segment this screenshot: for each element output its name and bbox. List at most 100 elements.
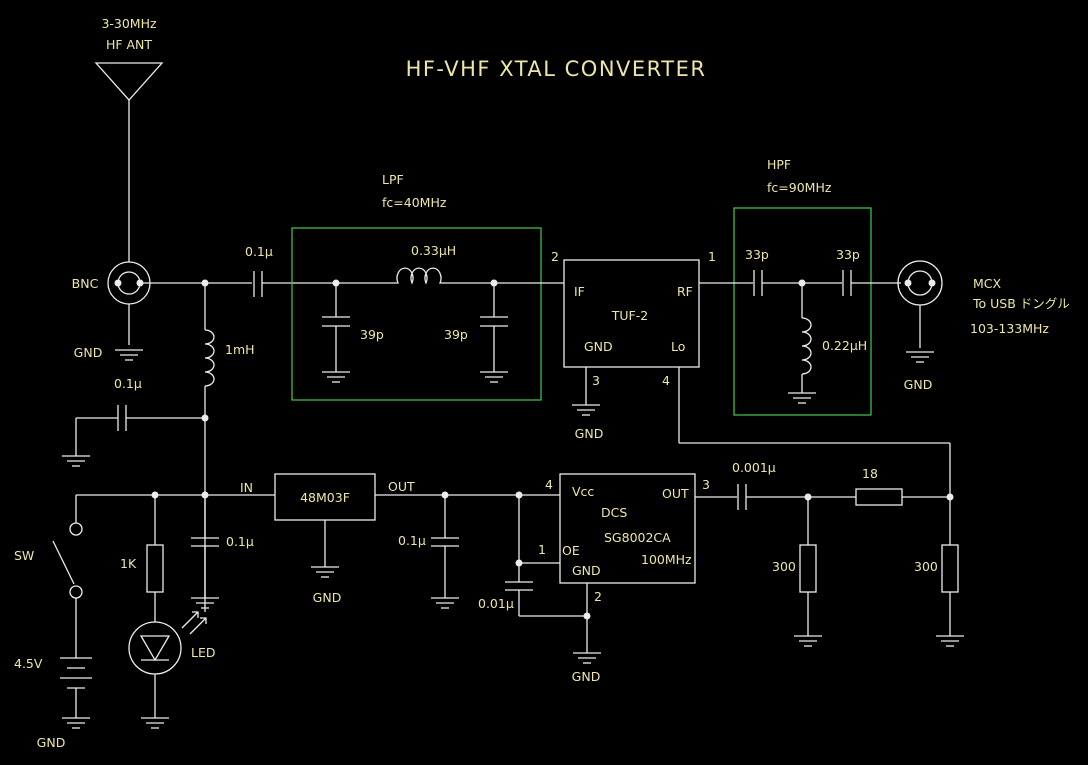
mixer-name-label: TUF-2 <box>611 308 648 323</box>
antenna-symbol <box>94 62 164 262</box>
led-diode <box>128 611 207 718</box>
regulator-block <box>274 473 376 521</box>
gnd-label: GND <box>74 345 103 360</box>
lpf-box <box>291 227 542 401</box>
osc-gnd-label: GND <box>572 563 601 578</box>
lpf-inductor <box>390 267 564 285</box>
mixer-pin-if: 2 <box>551 249 559 264</box>
battery-label: 4.5V <box>14 656 43 671</box>
osc-pin-out: 3 <box>702 477 710 492</box>
mixer-pin-lo: 4 <box>662 373 670 388</box>
ground-symbol <box>310 566 340 578</box>
resistor-series <box>855 488 950 506</box>
c-osc-label: 0.01µ <box>478 596 514 611</box>
c-reg-in-label: 0.1µ <box>226 534 254 549</box>
antenna-name-label: HF ANT <box>106 37 152 52</box>
switch-label: SW <box>14 548 34 563</box>
ground-symbol <box>140 717 170 729</box>
ground-symbol <box>935 635 965 647</box>
ground-symbol <box>61 455 91 467</box>
ground-symbol <box>430 597 460 609</box>
hpf-fc-label: fc=90MHz <box>767 180 832 195</box>
hpf-c2-label: 33p <box>836 247 860 262</box>
mixer-block <box>563 259 700 368</box>
osc-oe-label: OE <box>562 543 580 558</box>
led-label: LED <box>191 645 216 660</box>
lpf-c1-label: 39p <box>360 327 384 342</box>
hpf-box <box>733 207 872 416</box>
oscillator-block <box>559 473 696 584</box>
lo-line <box>678 367 951 545</box>
diagram-title: HF-VHF XTAL CONVERTER <box>406 57 707 81</box>
osc-pin-oe: 1 <box>538 542 546 557</box>
lpf-capacitor-1 <box>322 283 350 372</box>
lpf-fc-label: fc=40MHz <box>382 195 447 210</box>
mixer-gnd-text: GND <box>575 426 604 441</box>
osc-pin-gnd: 2 <box>594 589 602 604</box>
mixer-pin-gnd: 3 <box>592 373 600 388</box>
capacitor-reg-in <box>191 495 219 598</box>
lpf-label: LPF <box>382 172 404 187</box>
capacitor-bypass <box>75 405 205 456</box>
osc-freq-label: 100MHz <box>641 552 692 567</box>
battery-gnd-label: GND <box>37 735 66 750</box>
power-switch <box>52 495 83 658</box>
c-out-label: 0.001µ <box>732 460 776 475</box>
regulator-out-label: OUT <box>388 479 415 494</box>
osc-gnd-text: GND <box>572 669 601 684</box>
c-bypass-label: 0.1µ <box>114 376 142 391</box>
choke-inductor <box>204 283 215 612</box>
ground-symbol <box>321 371 351 383</box>
mcx-gnd-label: GND <box>904 377 933 392</box>
capacitor-out <box>737 484 856 510</box>
hpf-inductor <box>801 283 812 393</box>
ground-symbol <box>787 392 817 404</box>
mixer-if-label: IF <box>574 284 585 299</box>
ground-symbol <box>479 371 509 383</box>
r-shunt1-label: 300 <box>772 559 796 574</box>
bnc-label: BNC <box>72 276 99 291</box>
mixer-gnd-label: GND <box>584 339 613 354</box>
c-in-label: 0.1µ <box>245 244 273 259</box>
osc-brand-label: DCS <box>601 505 627 520</box>
lpf-c2-label: 39p <box>444 327 468 342</box>
resistor-shunt-1 <box>799 497 817 636</box>
capacitor-reg-out <box>431 495 459 598</box>
resistor-led <box>146 495 164 622</box>
mixer-rf-label: RF <box>677 284 693 299</box>
oe-tie-line <box>518 495 560 564</box>
bnc-connector <box>107 261 151 345</box>
mcx-connector <box>897 260 943 348</box>
ground-symbol <box>905 351 935 363</box>
mcx-label: MCX <box>973 276 1002 291</box>
osc-vcc-label: Vcc <box>572 484 594 499</box>
ground-symbol <box>571 404 601 416</box>
osc-out-label: OUT <box>662 486 689 501</box>
ground-symbol <box>572 652 602 664</box>
resistor-shunt-2 <box>941 544 959 636</box>
lpf-inductor-label: 0.33µH <box>411 243 456 258</box>
mcx-freq-label: 103-133MHz <box>970 321 1049 336</box>
capacitor-input <box>253 271 390 297</box>
hpf-capacitor-2 <box>842 270 901 296</box>
hpf-capacitor-1 <box>753 270 842 296</box>
ground-symbol <box>114 349 144 361</box>
capacitor-osc <box>505 563 587 617</box>
regulator-gnd-label: GND <box>313 590 342 605</box>
hpf-c1-label: 33p <box>745 247 769 262</box>
hpf-label: HPF <box>767 157 791 172</box>
mcx-note-label: To USB ドングル <box>972 296 1070 311</box>
ground-symbol <box>793 635 823 647</box>
osc-pin-vcc: 4 <box>545 477 553 492</box>
c-reg-out-label: 0.1µ <box>398 533 426 548</box>
regulator-in-label: IN <box>240 480 253 495</box>
choke-label: 1mH <box>225 342 255 357</box>
r-led-label: 1K <box>120 556 137 571</box>
r-shunt2-label: 300 <box>914 559 938 574</box>
osc-part-label: SG8002CA <box>604 530 671 545</box>
battery <box>60 657 92 718</box>
r-series-label: 18 <box>862 466 878 481</box>
ground-symbol <box>61 717 91 729</box>
